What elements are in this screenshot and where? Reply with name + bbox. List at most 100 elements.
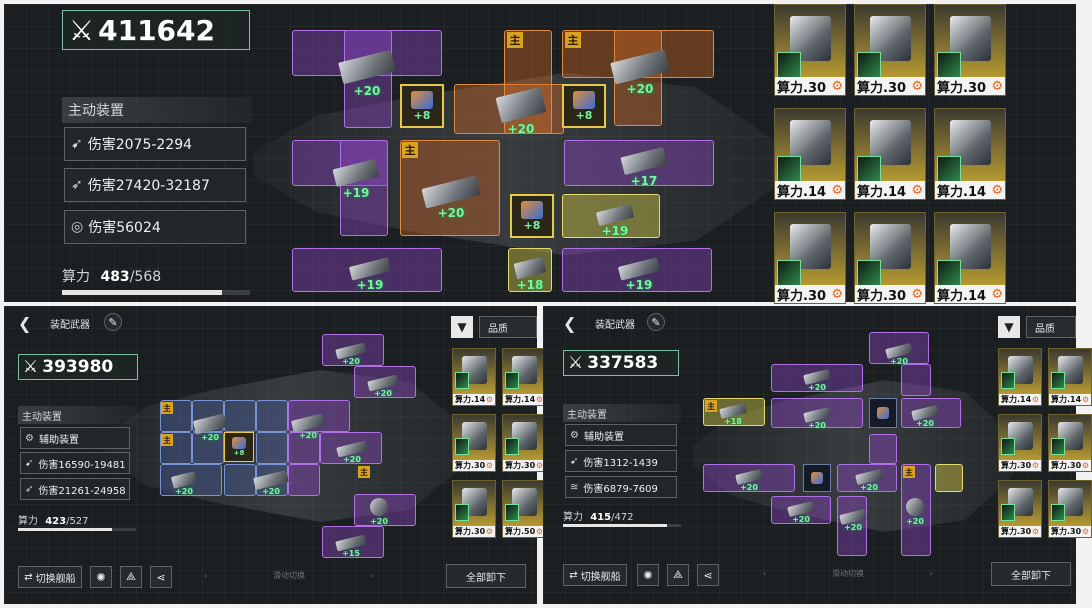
weapon-turret[interactable]: +20	[795, 400, 839, 430]
weapon-turret[interactable]: +19	[324, 144, 388, 200]
device-stat-2[interactable]: ➹伤害1312-1439	[565, 450, 677, 472]
weapon-card[interactable]: 算力.14⚙	[452, 348, 496, 406]
module-item[interactable]: +8	[224, 432, 254, 462]
weapon-turret[interactable]: +20	[330, 434, 374, 464]
weapon-turret[interactable]: +20	[364, 490, 394, 526]
slot-weapon[interactable]	[292, 248, 442, 292]
edit-button[interactable]: ✎	[104, 313, 122, 331]
weapon-turret[interactable]: +20	[877, 336, 921, 366]
weapon-card[interactable]: 算力.30⚙	[1048, 414, 1092, 472]
slot-weapon[interactable]	[322, 334, 384, 366]
weapon-turret[interactable]: +15	[328, 528, 374, 558]
weapon-turret[interactable]: +20	[847, 464, 891, 492]
filter-button[interactable]: ▼	[451, 316, 473, 338]
device-stat-1[interactable]: ⚙辅助装置	[20, 427, 130, 449]
weapon-turret[interactable]: +18	[506, 250, 554, 292]
weapon-card[interactable]: 算力.30⚙	[998, 414, 1042, 472]
weapon-turret[interactable]: +20	[248, 462, 294, 496]
weapon-turret[interactable]: +20	[893, 490, 937, 526]
weapon-card[interactable]: 算力.50⚙	[502, 480, 546, 538]
device-stat-3[interactable]: ≋伤害6879-7609	[565, 476, 677, 498]
bonus-button[interactable]: ✺	[90, 566, 112, 588]
slot-weapon[interactable]	[869, 434, 897, 464]
weapon-turret[interactable]: +20	[414, 164, 488, 220]
module-item[interactable]: +8	[400, 84, 444, 128]
quality-dropdown[interactable]: 品质	[479, 316, 537, 338]
slot-weapon[interactable]	[288, 432, 320, 464]
bonus-button[interactable]: ✺	[637, 564, 659, 586]
device-stat-2[interactable]: ➹伤害16590-19481	[20, 452, 130, 474]
slot-weapon[interactable]	[192, 432, 224, 464]
slot-weapon[interactable]	[256, 400, 288, 432]
weapon-turret[interactable]: +20	[286, 404, 330, 440]
slot-weapon[interactable]	[344, 30, 392, 128]
weapon-card[interactable]: 算力.30⚙	[854, 212, 926, 304]
gear-ring-icon: ⚙	[535, 527, 543, 536]
weapon-turret[interactable]: +18	[711, 398, 755, 426]
device-stat-1[interactable]: ➹伤害2075-2294	[64, 127, 246, 161]
weapon-card[interactable]: 算力.14⚙	[934, 108, 1006, 200]
slot-weapon[interactable]	[160, 400, 192, 432]
back-button[interactable]: ❮	[563, 314, 576, 333]
weapon-turret[interactable]: +20	[188, 402, 232, 442]
switch-ship-button[interactable]: ⇄切换舰船	[563, 564, 627, 586]
weapon-turret[interactable]: +20	[903, 398, 947, 428]
weapon-turret[interactable]: +19	[340, 252, 400, 292]
slot-weapon[interactable]	[288, 464, 320, 496]
module-item[interactable]	[803, 464, 831, 492]
edit-button[interactable]: ✎	[647, 313, 665, 331]
device-stat-3[interactable]: ➶伤害21261-24958	[20, 478, 130, 500]
weapon-turret[interactable]: +20	[486, 72, 556, 136]
weapon-turret[interactable]: +17	[612, 136, 676, 188]
slot-weapon[interactable]	[504, 30, 552, 134]
share-button[interactable]: ⋖	[697, 564, 719, 586]
weapon-turret[interactable]: +20	[831, 502, 875, 532]
weapon-turret[interactable]: +20	[795, 364, 839, 392]
unequip-all-button[interactable]: 全部卸下	[446, 564, 526, 588]
weapon-card[interactable]: 算力.30⚙	[452, 480, 496, 538]
slot-weapon[interactable]	[256, 432, 288, 464]
weapon-card[interactable]: 算力.30⚙	[1048, 480, 1092, 538]
slot-weapon[interactable]	[224, 400, 256, 432]
weapon-card[interactable]: 算力.14⚙	[998, 348, 1042, 406]
weapon-turret[interactable]: +20	[332, 32, 402, 98]
emblem-button[interactable]: ⟁	[667, 564, 689, 586]
weapon-turret[interactable]: +20	[779, 496, 823, 524]
slot-weapon[interactable]	[837, 496, 867, 556]
slot-weapon[interactable]	[340, 140, 388, 236]
weapon-card[interactable]: 算力.14⚙	[502, 348, 546, 406]
slot-weapon[interactable]	[901, 364, 931, 396]
module-item[interactable]: +8	[510, 194, 554, 238]
device-stat-3[interactable]: ◎伤害56024	[64, 210, 246, 244]
weapon-turret[interactable]: +20	[328, 336, 374, 366]
switch-ship-button[interactable]: ⇄切换舰船	[18, 566, 82, 588]
weapon-turret[interactable]: +19	[608, 252, 670, 292]
weapon-card[interactable]: 算力.30⚙	[774, 212, 846, 304]
weapon-card[interactable]: 算力.14⚙	[1048, 348, 1092, 406]
weapon-turret[interactable]: +19	[586, 200, 644, 238]
filter-button[interactable]: ▼	[998, 316, 1020, 338]
device-stat-2[interactable]: ➶伤害27420-32187	[64, 168, 246, 202]
unequip-all-button[interactable]: 全部卸下	[991, 562, 1071, 586]
back-button[interactable]: ❮	[18, 314, 31, 333]
weapon-card[interactable]: 算力.30⚙	[502, 414, 546, 472]
weapon-card[interactable]: 算力.30⚙	[934, 4, 1006, 96]
weapon-card[interactable]: 算力.30⚙	[774, 4, 846, 96]
weapon-card[interactable]: 算力.14⚙	[934, 212, 1006, 304]
weapon-card[interactable]: 算力.30⚙	[854, 4, 926, 96]
weapon-turret[interactable]: +20	[604, 34, 676, 96]
weapon-turret[interactable]: +20	[360, 368, 406, 398]
weapon-turret[interactable]: +20	[166, 462, 202, 496]
quality-dropdown[interactable]: 品质	[1026, 316, 1076, 338]
weapon-card[interactable]: 算力.14⚙	[774, 108, 846, 200]
module-item[interactable]: +8	[562, 84, 606, 128]
weapon-card[interactable]: 算力.14⚙	[854, 108, 926, 200]
weapon-card[interactable]: 算力.30⚙	[452, 414, 496, 472]
share-button[interactable]: ⋖	[150, 566, 172, 588]
module-item[interactable]	[869, 398, 897, 428]
weapon-card[interactable]: 算力.30⚙	[998, 480, 1042, 538]
device-stat-1[interactable]: ⚙辅助装置	[565, 424, 677, 446]
weapon-turret[interactable]: +20	[727, 464, 771, 492]
emblem-button[interactable]: ⟁	[120, 566, 142, 588]
slot-weapon[interactable]	[935, 464, 963, 492]
